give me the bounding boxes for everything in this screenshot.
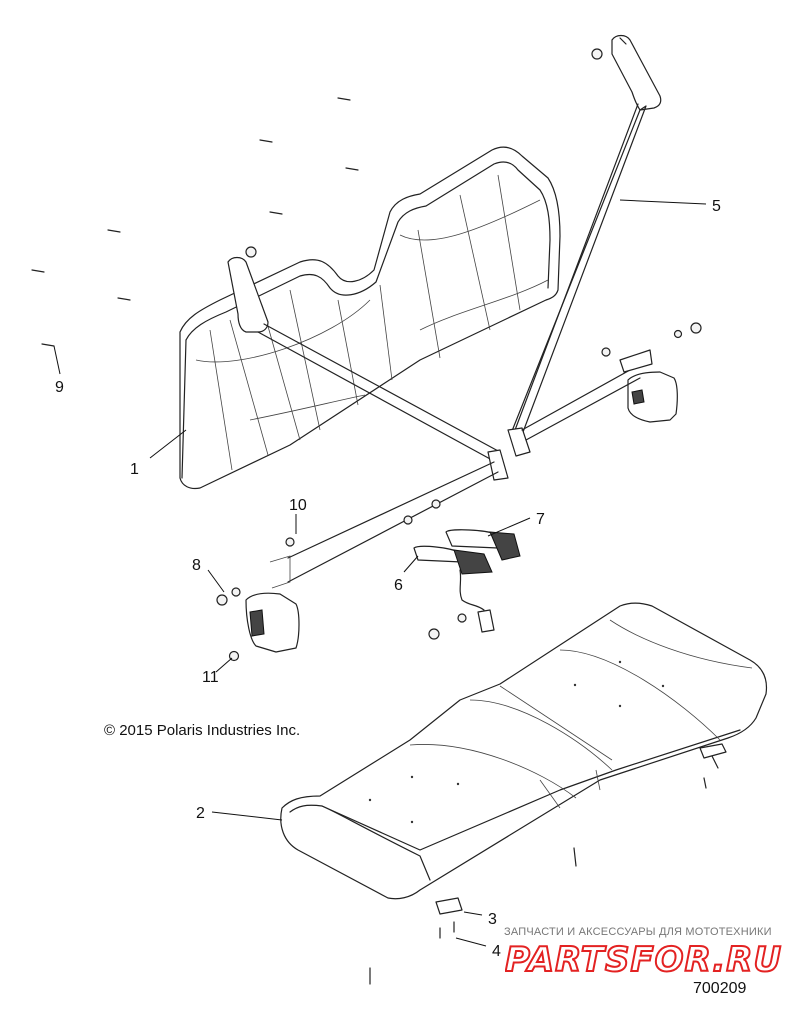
- seat-back: [179, 146, 561, 490]
- callout-8: 8: [192, 557, 201, 574]
- watermark-logo-text: PARTSFOR.RU: [505, 940, 782, 978]
- callout-5: 5: [712, 198, 721, 215]
- callout-6: 6: [394, 577, 403, 594]
- copyright-notice: © 2015 Polaris Industries Inc.: [104, 722, 301, 739]
- seat-base: [280, 602, 768, 900]
- callout-4: 4: [492, 943, 501, 960]
- callout-9: 9: [55, 379, 64, 396]
- callout-7: 7: [536, 511, 545, 528]
- callout-3: 3: [488, 911, 497, 928]
- callout-10: 10: [289, 497, 307, 514]
- callout-1: 1: [130, 461, 139, 478]
- shoulder-belt: [507, 34, 702, 457]
- callout-11: 11: [202, 669, 219, 686]
- leader-lines: [53, 199, 707, 947]
- screws: [31, 97, 727, 985]
- watermark-subtitle: ЗАПЧАСТИ И АКСЕССУАРЫ ДЛЯ МОТОТЕХНИКИ: [504, 926, 772, 938]
- callout-labels: 1 2 3 4 5 6 7 8 9 10 11: [55, 198, 721, 960]
- lap-belt: [216, 246, 509, 662]
- watermark-logo: PARTSFOR.RU: [505, 939, 782, 978]
- buckle-assembly: [403, 499, 521, 640]
- callout-2: 2: [196, 805, 205, 822]
- diagram-number: 700209: [693, 980, 747, 997]
